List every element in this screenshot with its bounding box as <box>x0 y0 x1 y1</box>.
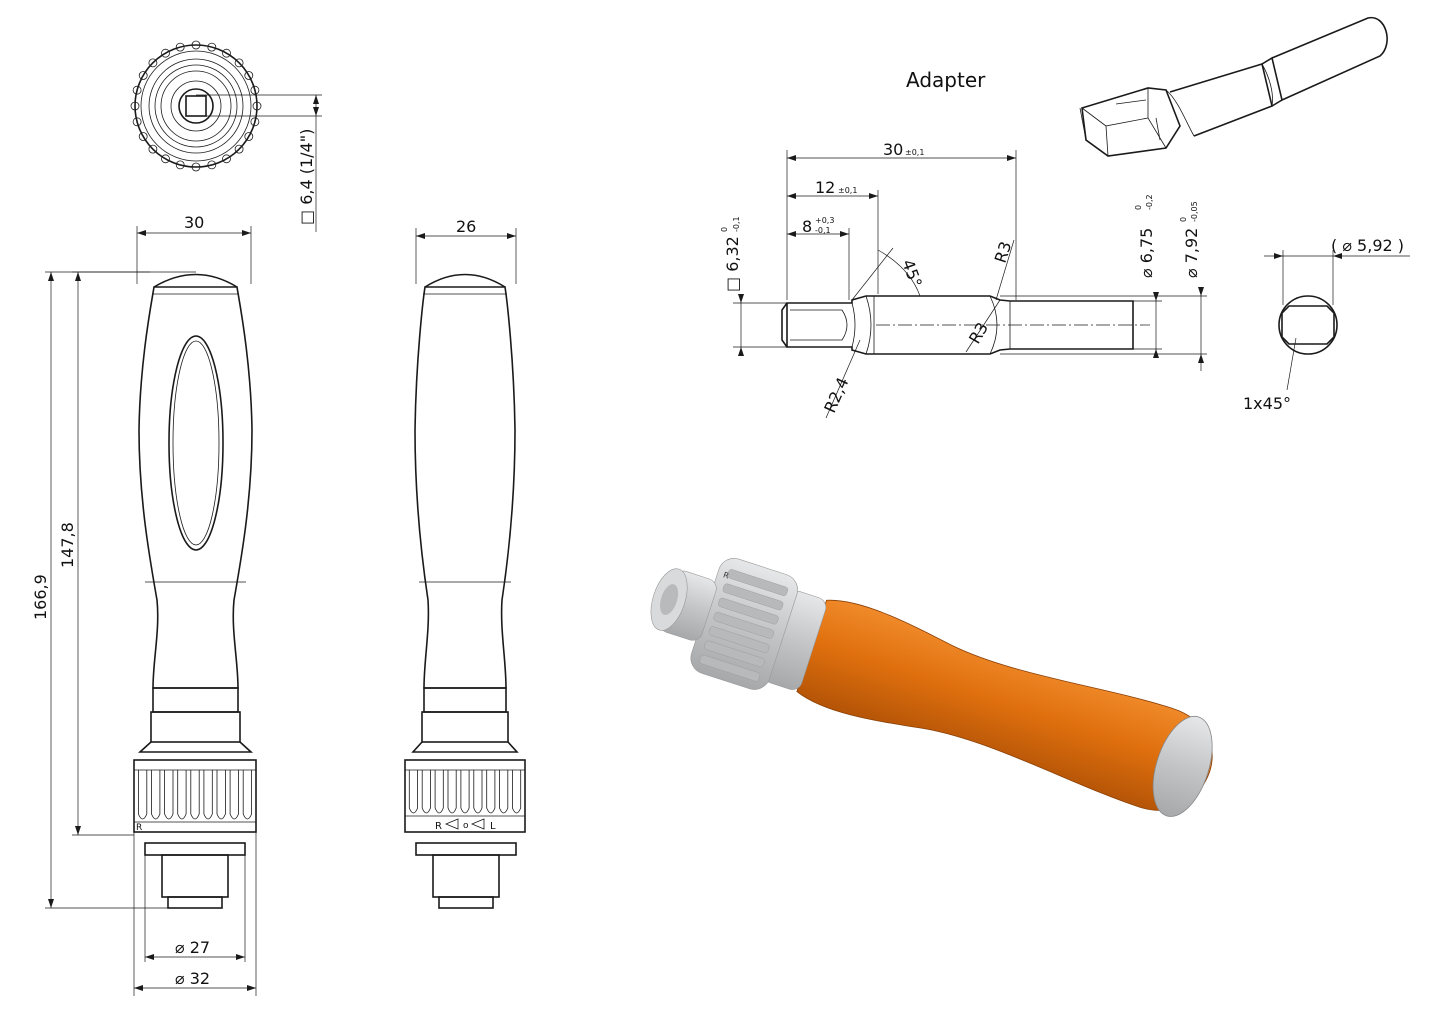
grip-rib <box>460 770 470 814</box>
adapter-section-drawing: 30 ±0,1 12 ±0,1 8 +0,3 -0,1 45° □ 6,32 0… <box>720 140 1207 419</box>
front-width-dimension: 30 <box>184 213 204 232</box>
knurl-bump <box>234 144 244 154</box>
adapter-iso-view <box>1079 17 1388 157</box>
render-rib <box>722 583 784 611</box>
adapter-radius-r3-lower: R3 <box>965 319 992 347</box>
adapter-square-tol-lower: -0,1 <box>732 216 741 232</box>
knurl-bump <box>138 132 148 141</box>
adapter-diameter-675-tol-lower: -0,2 <box>1145 194 1154 210</box>
collar-diameter-dimension: ⌀ 27 <box>175 938 210 957</box>
knurl-bump <box>175 42 185 52</box>
knurl-bump <box>222 48 231 58</box>
adapter-title: Adapter <box>906 68 986 92</box>
adapter-length-30-tol: ±0,1 <box>905 148 924 157</box>
knurl-bump <box>191 162 201 172</box>
adapter-angle-45: 45° <box>898 257 926 290</box>
grip-rib <box>434 770 444 814</box>
side-marking-l: L <box>490 821 496 832</box>
handle-3d-render: R <box>650 558 1213 817</box>
adapter-length-12: 12 <box>815 178 835 197</box>
adapter-length-12-tol: ±0,1 <box>838 186 857 195</box>
render-rib <box>699 654 761 682</box>
overall-length-dimension: 166,9 <box>31 574 50 620</box>
ring-marking-r: R <box>136 823 142 833</box>
adapter-diameter-792-tol-lower: -0,05 <box>1190 201 1199 222</box>
knurl-bump <box>252 101 262 111</box>
adapter-radius-r24: R2,4 <box>820 374 852 415</box>
adapter-length-8: 8 <box>802 217 812 236</box>
render-rib <box>727 569 788 596</box>
grip-rib <box>473 770 483 814</box>
knurl-bump <box>250 85 260 95</box>
knurl-bump <box>161 48 170 58</box>
knurl-bump <box>207 42 217 52</box>
grip-rib <box>203 770 213 820</box>
grip-rib <box>138 770 148 820</box>
adapter-diameter-675: ⌀ 6,75 <box>1137 228 1156 278</box>
adapter-diameter-675-tol-upper: 0 <box>1134 205 1143 210</box>
adapter-chamfer: 1x45° <box>1243 394 1291 413</box>
side-width-dimension: 26 <box>456 217 476 236</box>
grip-rib <box>408 770 418 814</box>
knurl-bump <box>244 71 254 80</box>
render-rib <box>713 612 775 639</box>
render-rib <box>708 626 770 653</box>
knurl-bump <box>132 85 142 95</box>
grip-rib <box>151 770 161 820</box>
grip-rib <box>177 770 187 820</box>
ring-diameter-dimension: ⌀ 32 <box>175 969 210 988</box>
render-marking-r: R <box>722 570 730 580</box>
knurl-bump <box>148 58 158 68</box>
grip-rib <box>512 770 522 814</box>
side-marking-r: R <box>435 821 442 832</box>
knurl-bump <box>222 154 231 164</box>
handle-side-view: R o L 26 <box>404 217 526 909</box>
adapter-square-tol-upper: 0 <box>720 227 729 232</box>
adapter-reference-diameter: ( ⌀ 5,92 ) <box>1331 236 1404 255</box>
grip-rib <box>486 770 496 814</box>
handle-length-dimension: 147,8 <box>58 522 77 568</box>
adapter-end-view: ( ⌀ 5,92 ) 1x45° <box>1243 236 1410 413</box>
knurl-bump <box>191 40 201 50</box>
adapter-radius-r3-upper: R3 <box>991 239 1016 265</box>
handle-top-view: □ 6,4 (1/4") <box>130 40 322 232</box>
knurl-bump <box>161 154 170 164</box>
grip-rib <box>499 770 509 814</box>
knurl-bump <box>207 160 217 170</box>
grip-rib <box>242 770 252 820</box>
adapter-length-8-tol-lower: -0,1 <box>815 226 831 235</box>
knurl-bump <box>130 101 140 111</box>
direction-arrow-icon <box>444 818 485 830</box>
adapter-diameter-792: ⌀ 7,92 <box>1182 228 1201 278</box>
knurl-bump <box>175 160 185 170</box>
side-marking-o: o <box>463 821 469 831</box>
grip-rib <box>229 770 239 820</box>
knurl-bump <box>138 71 148 80</box>
square-drive-dimension: □ 6,4 (1/4") <box>297 129 316 225</box>
adapter-square-size: □ 6,32 <box>723 236 742 292</box>
knurl-bump <box>148 144 158 154</box>
handle-front-view: R 30 166,9 147,8 ⌀ 27 <box>31 213 257 996</box>
adapter-length-8-tol-upper: +0,3 <box>815 216 834 225</box>
knurl-bump <box>234 58 244 68</box>
grip-rib <box>190 770 200 820</box>
grip-rib <box>216 770 226 820</box>
knurl-bump <box>132 117 142 127</box>
grip-rib <box>447 770 457 814</box>
grip-rib <box>164 770 174 820</box>
knurl-bump <box>250 117 260 127</box>
knurl-bump <box>244 132 254 141</box>
grip-rib <box>421 770 431 814</box>
adapter-length-30: 30 <box>883 140 903 159</box>
render-rib <box>718 597 779 625</box>
adapter-diameter-792-tol-upper: 0 <box>1179 217 1188 222</box>
render-rib <box>704 640 765 668</box>
